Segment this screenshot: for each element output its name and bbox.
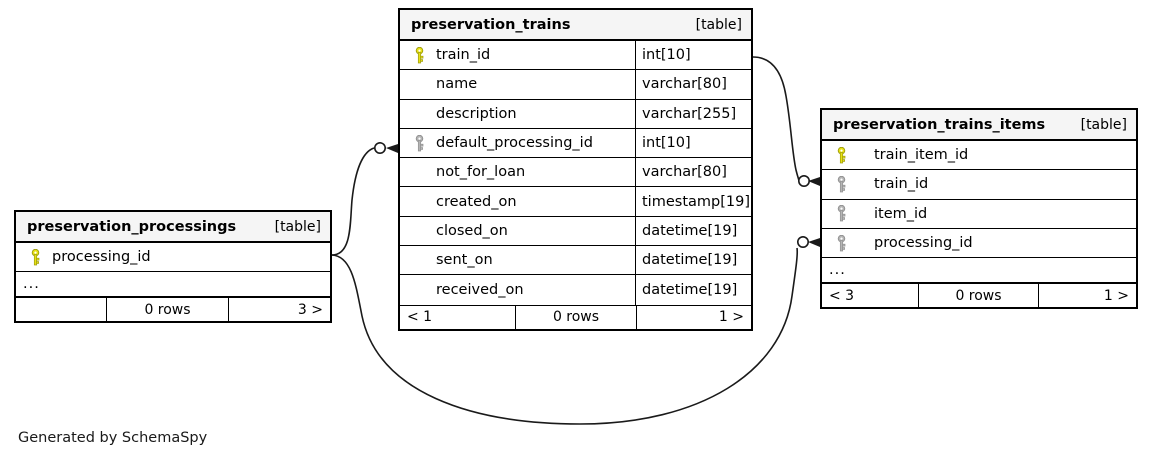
footer-row-count: 0 rows (106, 298, 228, 322)
table-title: preservation_processings (27, 218, 237, 235)
column-name-cell: train_id (822, 170, 1136, 198)
column-label: description (436, 105, 517, 122)
table-row[interactable]: name varchar[80] (400, 70, 751, 100)
edge-marker-zero-items-processing (796, 236, 809, 249)
table-type-tag: [table] (274, 218, 321, 235)
foreign-key-icon (830, 205, 852, 222)
table-row[interactable]: received_on datetime[19] (400, 275, 751, 305)
column-type: timestamp[19] (635, 187, 751, 216)
edge-arrow-items-train (808, 177, 820, 186)
column-type: int[10] (635, 41, 751, 70)
table-row[interactable]: processing_id (16, 243, 330, 273)
more-columns-indicator: ... (822, 258, 1136, 284)
footer-next-link[interactable]: 3 > (228, 298, 330, 322)
column-name-cell: processing_id (16, 243, 330, 271)
column-label: created_on (436, 193, 517, 210)
table-row[interactable]: description varchar[255] (400, 99, 751, 129)
column-name-cell: closed_on (400, 217, 635, 245)
column-label: processing_id (52, 249, 151, 266)
footer-row-count: 0 rows (515, 305, 636, 329)
table-title: preservation_trains (411, 16, 571, 33)
column-name-cell: received_on (400, 275, 635, 304)
column-name-cell: train_id (400, 41, 635, 69)
column-label: train_id (436, 47, 491, 64)
table-footer: < 3 0 rows 1 > (822, 283, 1136, 308)
table-preservation-trains-items[interactable]: preservation_trains_items [table] train_… (820, 108, 1138, 310)
table-preservation-processings[interactable]: preservation_processings [table] process… (14, 210, 332, 324)
table-type-tag: [table] (1080, 116, 1127, 133)
primary-key-icon (24, 248, 46, 266)
column-label: name (436, 76, 478, 93)
table-row[interactable]: train_id int[10] (400, 41, 751, 71)
edge-arrow-trains-default (386, 144, 398, 153)
column-name-cell: train_item_id (822, 141, 1136, 169)
table-header: preservation_processings [table] (16, 212, 330, 243)
table-header: preservation_trains [table] (400, 10, 751, 41)
table-row[interactable]: processing_id (822, 229, 1136, 259)
column-name-cell: default_processing_id (400, 129, 635, 157)
foreign-key-icon (830, 234, 852, 252)
table-row[interactable]: sent_on datetime[19] (400, 246, 751, 276)
edge-arrow-items-processing (808, 238, 820, 247)
column-label: train_item_id (874, 147, 969, 164)
more-columns-indicator: ... (16, 272, 330, 298)
column-name-cell: processing_id (822, 229, 1136, 257)
column-name-cell: item_id (822, 200, 1136, 228)
edge-marker-zero-items-train (797, 175, 810, 188)
column-type: varchar[80] (635, 158, 751, 187)
table-title: preservation_trains_items (833, 116, 1046, 133)
table-footer: 0 rows 3 > (16, 297, 330, 322)
table-row[interactable]: default_processing_id int[10] (400, 128, 751, 159)
footer-prev-link[interactable] (16, 298, 106, 321)
primary-key-icon (830, 146, 852, 164)
column-type: varchar[80] (635, 70, 751, 99)
generated-by-caption: Generated by SchemaSpy (18, 430, 208, 446)
footer-prev-link[interactable]: < 1 (407, 309, 433, 326)
column-name-cell: name (400, 70, 635, 98)
footer-prev-link[interactable]: < 3 (829, 287, 855, 304)
table-row[interactable]: closed_on datetime[19] (400, 216, 751, 247)
table-header: preservation_trains_items [table] (822, 110, 1136, 141)
column-type: datetime[19] (635, 246, 751, 275)
table-type-tag: [table] (695, 16, 742, 33)
table-row[interactable]: created_on timestamp[19] (400, 187, 751, 217)
column-type: varchar[255] (635, 99, 751, 128)
table-row[interactable]: item_id (822, 200, 1136, 229)
column-label: received_on (436, 282, 524, 299)
column-label: item_id (874, 205, 928, 222)
column-name-cell: sent_on (400, 246, 635, 274)
column-label: sent_on (436, 252, 493, 269)
column-type: datetime[19] (635, 275, 751, 305)
column-label: not_for_loan (436, 164, 526, 181)
column-type: datetime[19] (635, 216, 751, 246)
edge-marker-zero-trains-default (373, 142, 386, 155)
foreign-key-icon (408, 134, 430, 152)
table-footer: < 1 0 rows 1 > (400, 304, 751, 329)
column-label: processing_id (874, 235, 973, 252)
table-row[interactable]: not_for_loan varchar[80] (400, 158, 751, 188)
table-row[interactable]: train_id (822, 170, 1136, 200)
foreign-key-icon (830, 175, 852, 193)
footer-next-link[interactable]: 1 > (1038, 284, 1136, 308)
footer-row-count: 0 rows (918, 284, 1038, 308)
edge-trains-to-items-train (752, 56, 800, 182)
column-name-cell: not_for_loan (400, 158, 635, 186)
table-preservation-trains[interactable]: preservation_trains [table] train_id int… (398, 8, 753, 331)
table-row[interactable]: train_item_id (822, 141, 1136, 171)
edge-processings-to-trains-default (331, 147, 375, 256)
column-label: closed_on (436, 222, 508, 239)
column-type: int[10] (635, 128, 751, 158)
primary-key-icon (408, 46, 430, 64)
column-name-cell: created_on (400, 187, 635, 215)
footer-next-link[interactable]: 1 > (636, 305, 751, 329)
column-label: train_id (874, 176, 929, 193)
column-name-cell: description (400, 100, 635, 128)
column-label: default_processing_id (436, 135, 593, 152)
